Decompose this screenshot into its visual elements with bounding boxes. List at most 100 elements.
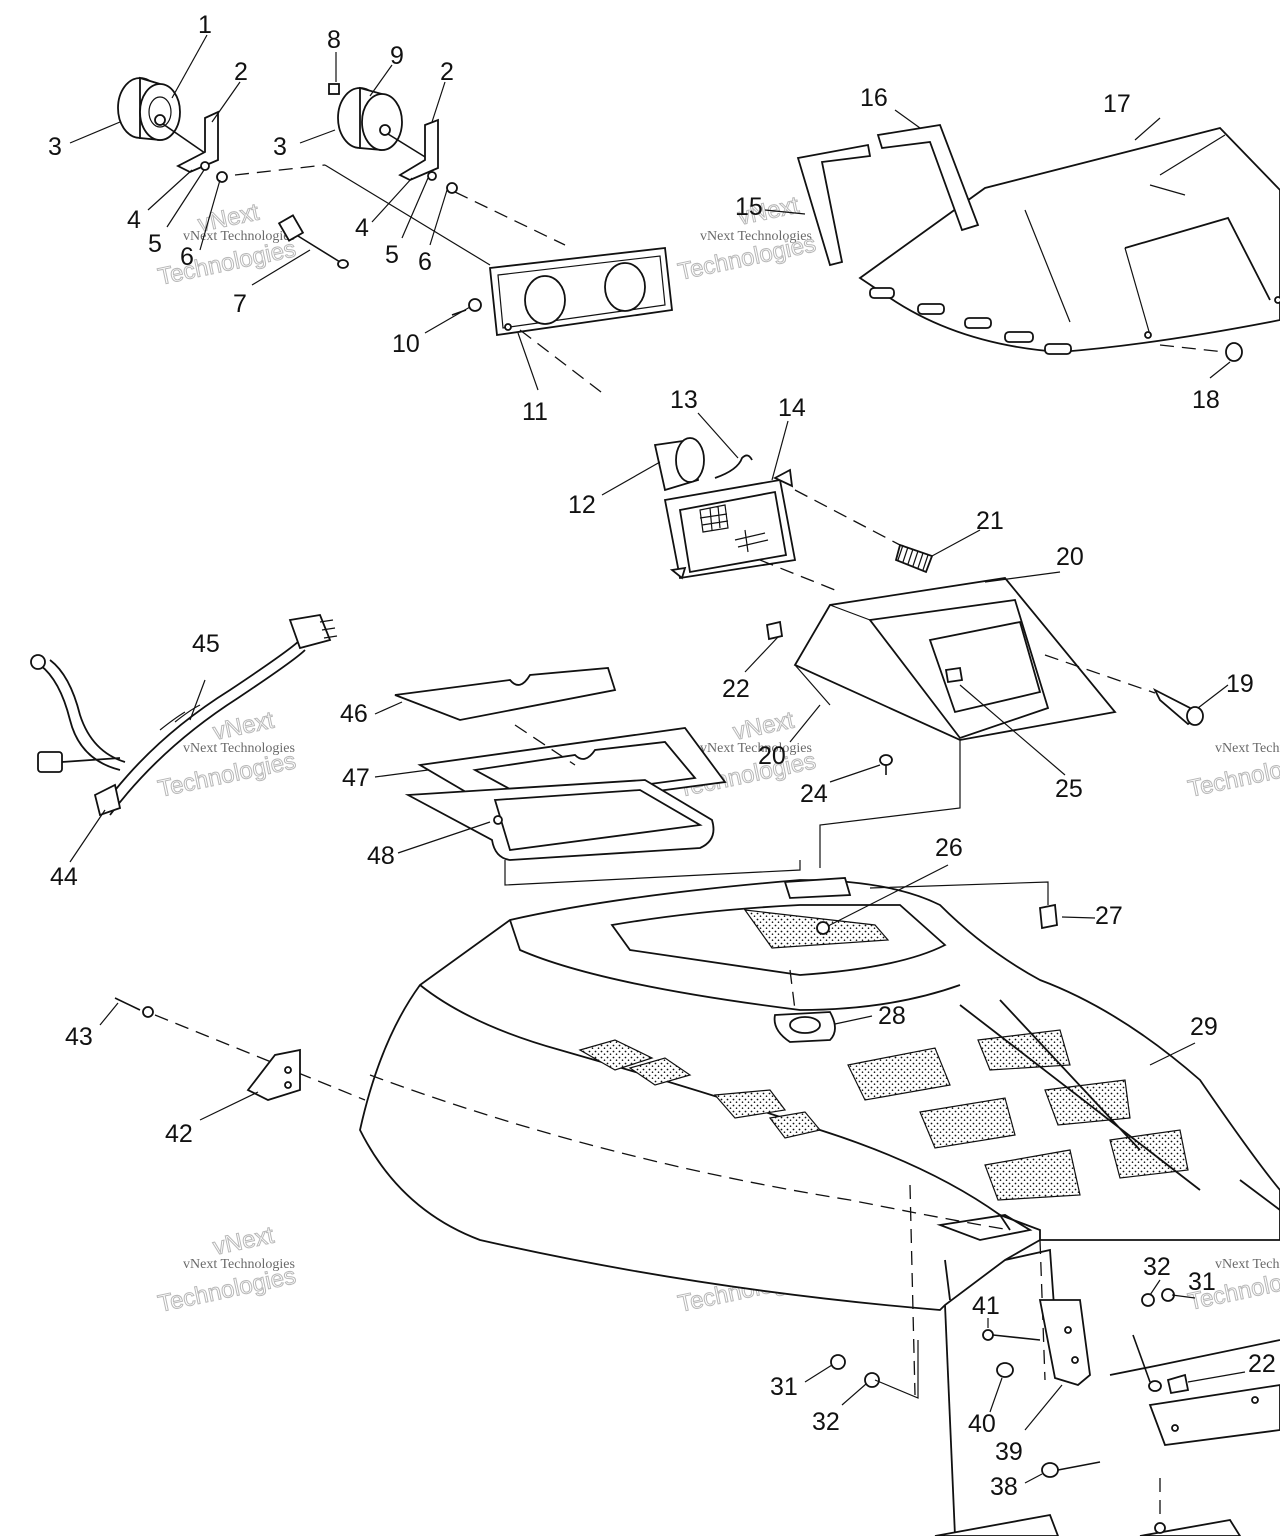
callout-3: 3 (48, 133, 62, 161)
strip (934, 1478, 1242, 1536)
assembly-line (794, 489, 901, 546)
wire-harness (30, 613, 338, 817)
callout-14: 14 (778, 394, 806, 422)
callout-5: 5 (148, 230, 162, 258)
side-bracket (246, 1048, 301, 1101)
callout-1: 1 (198, 11, 212, 39)
assembly-line (869, 881, 1049, 905)
callout-6b: 6 (418, 248, 432, 276)
vent-cover (394, 667, 617, 721)
hood-grommet (773, 1011, 836, 1043)
assembly-line (819, 740, 961, 868)
callout-16: 16 (860, 84, 888, 112)
leader-lines (69, 34, 1246, 1484)
screw (1041, 1461, 1101, 1478)
callout-13: 13 (670, 386, 698, 414)
assembly-line (1159, 344, 1226, 353)
instrument-panel (451, 247, 673, 337)
callout-28: 28 (878, 1002, 906, 1030)
callout-9: 9 (390, 42, 404, 70)
callout-45: 45 (192, 630, 220, 658)
callout-21: 21 (976, 507, 1004, 535)
screw (996, 1362, 1014, 1378)
callout-25: 25 (1055, 775, 1083, 803)
assembly-line (759, 559, 836, 591)
callout-22b: 22 (1248, 1350, 1276, 1378)
nut (830, 1340, 919, 1399)
bulb (653, 437, 753, 492)
sender-unit (277, 214, 349, 269)
screw (1152, 687, 1204, 726)
clip (1132, 1334, 1190, 1395)
gauge-left (117, 76, 216, 161)
headlight (663, 468, 797, 580)
svg-text:vNext Technologies: vNext Technologies (1215, 741, 1280, 756)
callout-11: 11 (522, 398, 548, 426)
assembly-line (519, 329, 606, 396)
callout-32b: 32 (812, 1408, 840, 1436)
callout-38: 38 (990, 1473, 1018, 1501)
callout-8: 8 (327, 26, 341, 54)
gauge-right (328, 83, 431, 161)
callout-19: 19 (1226, 670, 1254, 698)
clip (765, 620, 784, 641)
callout-17: 17 (1103, 90, 1131, 118)
assembly-line (504, 860, 801, 886)
assembly-line (514, 724, 576, 766)
svg-text:vNext: vNext (211, 1222, 277, 1261)
watermark: vNext Technologies Technologies (1185, 741, 1280, 803)
hinge-bracket (1038, 1299, 1091, 1387)
callout-6: 6 (180, 243, 194, 271)
callout-2b: 2 (440, 58, 454, 86)
windshield (858, 126, 1280, 355)
assembly-line (1044, 654, 1156, 694)
assembly-line (234, 164, 326, 176)
assembly-line (324, 164, 491, 266)
screw (879, 754, 893, 775)
hood-latch-plate (783, 877, 852, 935)
callout-31: 31 (1188, 1268, 1216, 1296)
callout-39: 39 (995, 1438, 1023, 1466)
callout-43: 43 (65, 1023, 93, 1051)
callout-31b: 31 (770, 1373, 798, 1401)
callout-15: 15 (735, 193, 763, 221)
washer (982, 1329, 1041, 1341)
nut (1141, 1288, 1175, 1307)
callout-5b: 5 (385, 241, 399, 269)
headlight-housing (793, 577, 1117, 741)
screw (1039, 903, 1058, 930)
callout-32: 32 (1143, 1253, 1171, 1281)
callout-12: 12 (568, 491, 596, 519)
assembly-line (454, 191, 566, 246)
callout-29: 29 (1190, 1013, 1218, 1041)
callout-20: 20 (1056, 543, 1084, 571)
hood (359, 879, 1280, 1311)
callout-27: 27 (1095, 902, 1123, 930)
callout-42: 42 (165, 1120, 193, 1148)
assembly-line (789, 969, 796, 1011)
callout-22: 22 (722, 675, 750, 703)
callout-46: 46 (340, 700, 368, 728)
callout-4: 4 (127, 206, 141, 234)
callout-26: 26 (935, 834, 963, 862)
svg-text:vNext Technologies: vNext Technologies (700, 741, 812, 756)
callout-47: 47 (342, 764, 370, 792)
pin (114, 997, 154, 1018)
spring (894, 543, 934, 574)
svg-text:vNext Technologies: vNext Technologies (700, 229, 812, 244)
callout-18: 18 (1192, 386, 1220, 414)
svg-text:vNext: vNext (211, 707, 277, 746)
hinge-plate (1148, 1384, 1280, 1446)
rivet (1225, 342, 1243, 362)
callout-labels: 1 2 3 4 5 6 7 8 9 2 3 4 5 6 10 11 15 16 … (48, 11, 1276, 1501)
svg-text:vNext Technologies: vNext Technologies (183, 229, 295, 244)
watermark: vNext vNext Technologies Technologies (155, 1221, 299, 1318)
callout-7: 7 (233, 290, 247, 318)
svg-text:vNext Technologies: vNext Technologies (183, 1257, 295, 1272)
svg-text:vNext: vNext (731, 707, 797, 746)
callout-2: 2 (234, 58, 248, 86)
bracket-right (398, 118, 458, 194)
watermark: vNext vNext Technologies Technologies (675, 191, 819, 286)
callout-41: 41 (972, 1292, 1000, 1320)
